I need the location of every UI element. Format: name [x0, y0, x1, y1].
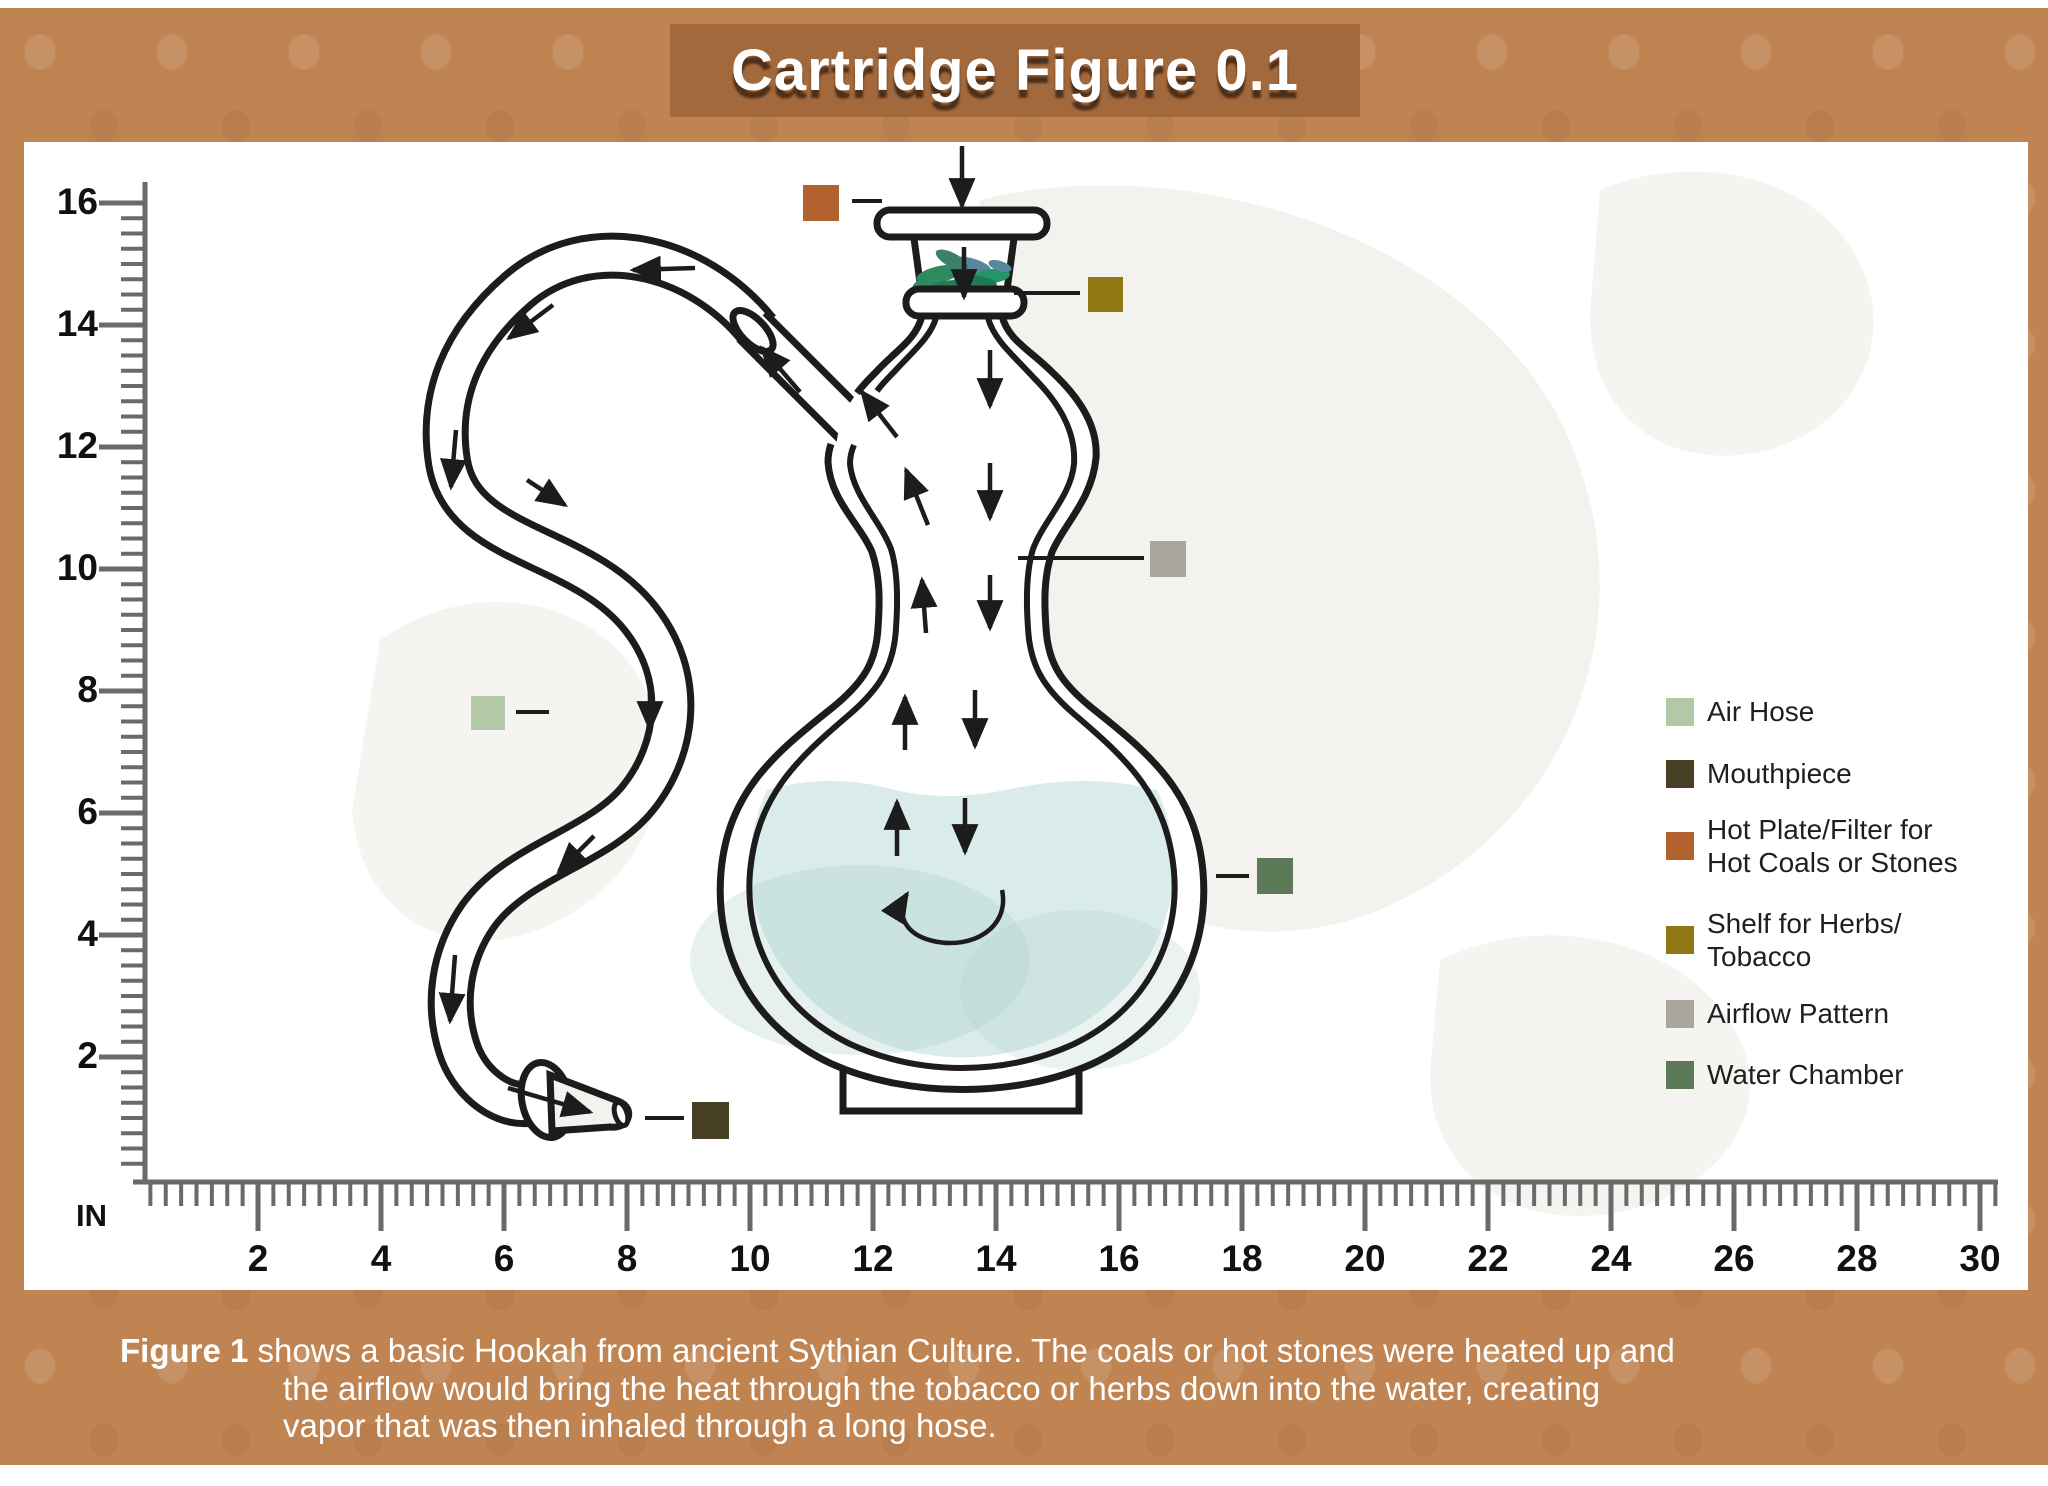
caption-line-1: Figure 1 shows a basic Hookah from ancie… — [120, 1332, 1675, 1369]
caption-line-3: vapor that was then inhaled through a lo… — [283, 1407, 997, 1444]
caption-lead: Figure 1 — [120, 1332, 249, 1369]
callout-airflow — [1150, 541, 1186, 577]
legend-swatch-shelf — [1666, 926, 1694, 954]
legend: Air Hose Mouthpiece Hot Plate/Filter for… — [1666, 0, 2006, 1486]
legend-label: Water Chamber — [1707, 1059, 1904, 1090]
legend-item-airflow: Airflow Pattern — [1666, 997, 1889, 1030]
callout-air-hose — [471, 696, 505, 730]
callout-hot-plate — [803, 185, 839, 221]
legend-item-water-chamber: Water Chamber — [1666, 1058, 1904, 1091]
callout-shelf — [1088, 277, 1123, 312]
legend-swatch-hot-plate — [1666, 832, 1694, 860]
legend-label: Hot Plate/Filter for Hot Coals or Stones — [1707, 814, 1958, 878]
legend-label: Air Hose — [1707, 696, 1815, 727]
legend-label: Mouthpiece — [1707, 758, 1852, 789]
legend-swatch-water-chamber — [1666, 1060, 1694, 1089]
legend-item-air-hose: Air Hose — [1666, 695, 1814, 728]
legend-item-hot-plate: Hot Plate/Filter for Hot Coals or Stones — [1666, 813, 1958, 879]
legend-label: Shelf for Herbs/ Tobacco — [1707, 908, 1902, 972]
callout-water-chamber — [1257, 858, 1293, 894]
legend-swatch-air-hose — [1666, 697, 1694, 726]
title-band: Cartridge Figure 0.1 — [670, 24, 1360, 117]
legend-label: Airflow Pattern — [1707, 998, 1890, 1029]
page-title: Cartridge Figure 0.1 — [731, 38, 1299, 103]
legend-item-shelf: Shelf for Herbs/ Tobacco — [1666, 907, 1902, 973]
legend-swatch-airflow — [1666, 999, 1694, 1028]
legend-item-mouthpiece: Mouthpiece — [1666, 757, 1852, 790]
figure-caption: Figure 1 shows a basic Hookah from ancie… — [120, 1332, 1680, 1445]
callout-mouthpiece — [692, 1102, 729, 1139]
caption-line-2: the airflow would bring the heat through… — [283, 1369, 1601, 1407]
legend-swatch-mouthpiece — [1666, 759, 1694, 788]
